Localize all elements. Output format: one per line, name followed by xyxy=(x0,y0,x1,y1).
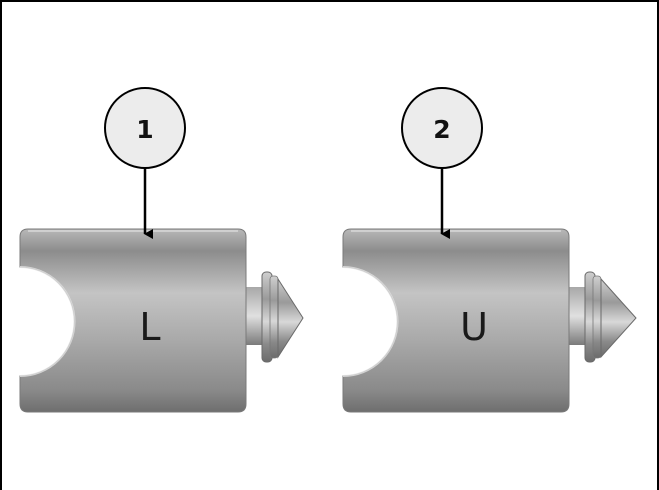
callout-1: 1 xyxy=(104,87,186,239)
part-letter-1: L xyxy=(139,305,160,349)
callout-circle-1 xyxy=(104,87,186,169)
part-1: L xyxy=(19,228,304,413)
callout-number-1: 1 xyxy=(136,115,153,144)
part-2: U xyxy=(342,228,637,413)
callout-circle-2 xyxy=(401,87,483,169)
callout-2: 2 xyxy=(401,87,483,239)
tip-2 xyxy=(565,271,637,363)
callout-number-2: 2 xyxy=(433,115,450,144)
part-letter-2: U xyxy=(460,305,488,349)
